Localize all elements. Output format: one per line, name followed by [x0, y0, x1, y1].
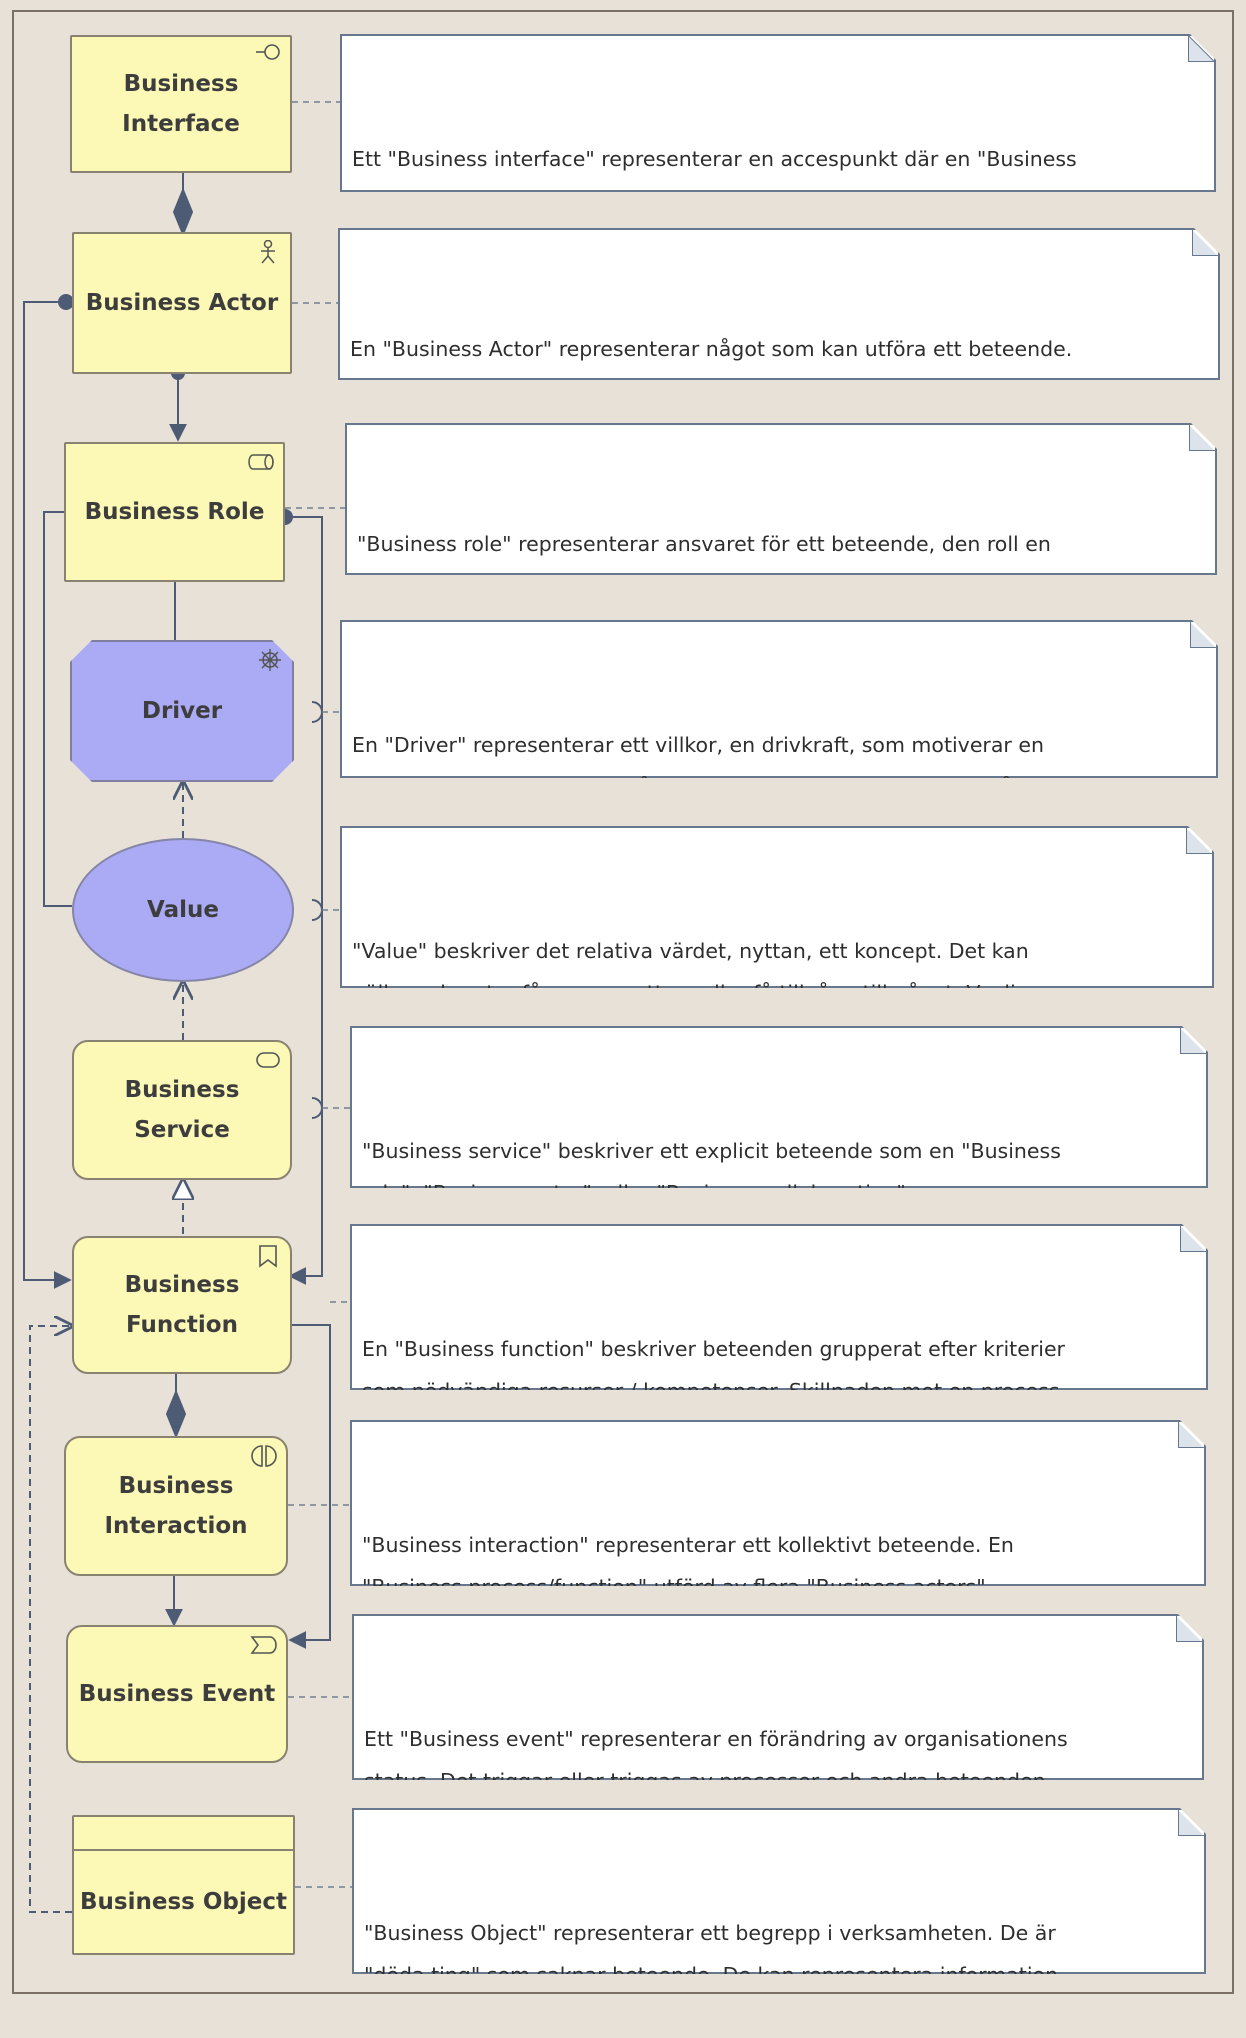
note-fold-corner: [1180, 1026, 1208, 1054]
role-icon: [248, 454, 274, 470]
element-label: Value: [147, 897, 219, 923]
note-fold-corner: [1178, 1420, 1206, 1448]
edge-role-bus: [283, 516, 323, 1285]
element-label: Driver: [141, 698, 223, 724]
edge-role-value: [43, 511, 72, 907]
note-fold-corner: [1178, 1808, 1206, 1836]
edge-function-event: [288, 1324, 331, 1649]
service-icon: [256, 1052, 280, 1068]
note-business-event: Ett "Business event" representerar en fö…: [352, 1614, 1204, 1780]
note-fold-corner: [1190, 620, 1218, 648]
element-label: Business Event: [78, 1681, 276, 1707]
business-object-element[interactable]: Business Object: [72, 1815, 295, 1955]
note-fold-corner: [1188, 34, 1216, 62]
business-event-element[interactable]: Business Event: [66, 1625, 288, 1763]
element-label: Business Interaction: [104, 1473, 248, 1539]
object-header-band: [74, 1817, 293, 1851]
note-fold-corner: [1176, 1614, 1204, 1642]
edge-object-function: [29, 1326, 72, 1913]
note-business-service: "Business service" beskriver ett explici…: [350, 1026, 1208, 1188]
edge-actor-function: [23, 301, 72, 1289]
function-icon: [259, 1245, 277, 1268]
note-value: "Value" beskriver det relativa värdet, n…: [340, 826, 1214, 988]
note-business-role: "Business role" representerar ansvaret f…: [345, 423, 1217, 575]
note-fold-corner: [1186, 826, 1214, 854]
note-driver: En "Driver" representerar ett villkor, e…: [340, 620, 1218, 778]
driver-wheel-icon: [256, 648, 284, 672]
note-fold-corner: [1192, 228, 1220, 256]
element-label: Business Actor: [85, 290, 279, 316]
note-fold-corner: [1189, 423, 1217, 451]
value-element[interactable]: Value: [72, 838, 294, 982]
element-label: Business Role: [84, 499, 265, 525]
diagram-frame: [12, 10, 1234, 1994]
note-business-interface: Ett "Business interface" representerar e…: [340, 34, 1216, 192]
note-business-object: "Business Object" representerar ett begr…: [352, 1808, 1206, 1974]
note-business-actor: En "Business Actor" representerar något …: [338, 228, 1220, 380]
interaction-icon: [251, 1445, 277, 1467]
element-label: Business Service: [124, 1077, 240, 1143]
element-label: Business Interface: [122, 71, 240, 137]
actor-icon: [261, 240, 275, 264]
note-business-function: En "Business function" beskriver beteend…: [350, 1224, 1208, 1390]
driver-element[interactable]: Driver: [70, 640, 294, 782]
business-role-element[interactable]: Business Role: [64, 442, 285, 582]
business-function-element[interactable]: Business Function: [72, 1236, 292, 1374]
note-business-interaction: "Business interaction" representerar ett…: [350, 1420, 1206, 1586]
business-service-element[interactable]: Business Service: [72, 1040, 292, 1180]
business-actor-element[interactable]: Business Actor: [72, 232, 292, 374]
business-interface-element[interactable]: Business Interface: [70, 35, 292, 173]
note-fold-corner: [1180, 1224, 1208, 1252]
composition-diamond-bottom: [165, 1389, 187, 1439]
element-label: Business Object: [80, 1889, 287, 1915]
event-icon: [250, 1636, 277, 1654]
interface-icon: [256, 44, 280, 60]
composition-diamond-top: [172, 187, 194, 237]
business-interaction-element[interactable]: Business Interaction: [64, 1436, 288, 1576]
element-label: Business Function: [124, 1272, 240, 1338]
